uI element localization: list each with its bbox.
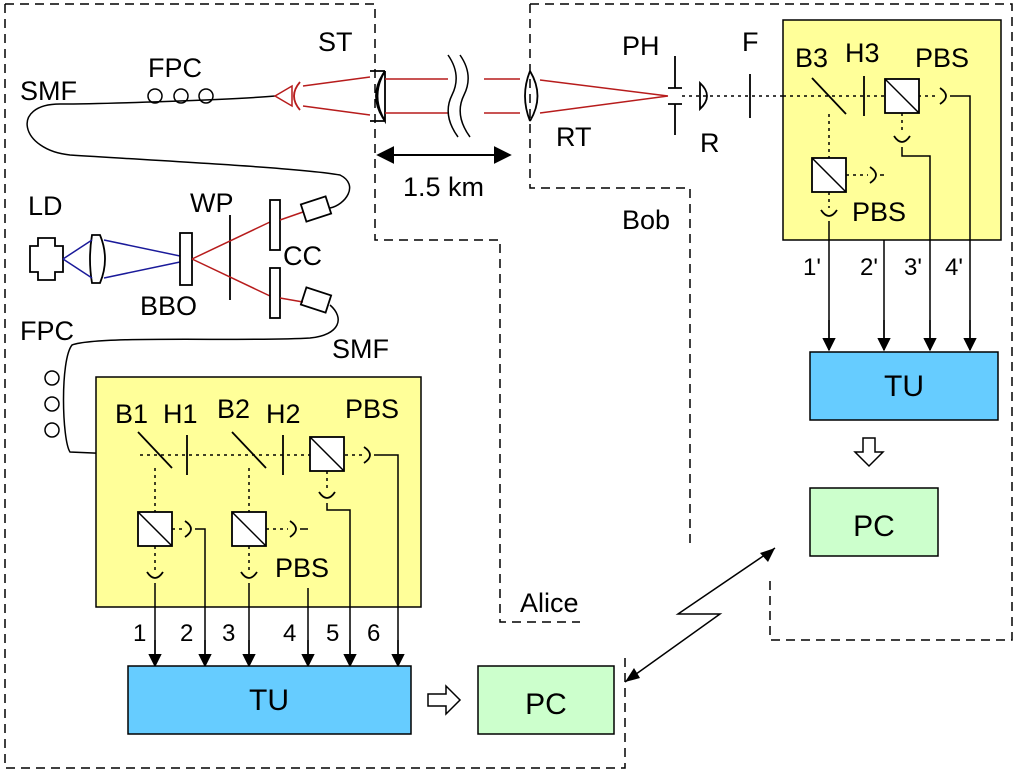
alice-channel-arrows bbox=[148, 640, 405, 668]
detector-alice-5 bbox=[318, 491, 336, 499]
bob-channel-arrows bbox=[822, 320, 977, 352]
label-h3: H3 bbox=[845, 38, 880, 68]
pbs-alice-lower-2 bbox=[231, 511, 267, 547]
detector-bob-3 bbox=[893, 135, 911, 143]
detector-alice-1 bbox=[146, 571, 164, 579]
beam-splitter-b2 bbox=[231, 431, 267, 469]
bob-analysis-module bbox=[782, 19, 1002, 241]
distance-break bbox=[447, 54, 471, 138]
bbo-crystal bbox=[179, 232, 193, 286]
alice-boundary bbox=[5, 3, 580, 623]
detector-alice-4 bbox=[289, 520, 297, 538]
label-pbs-bob-lower: PBS bbox=[852, 197, 906, 227]
bob-boundary bbox=[530, 3, 1013, 641]
alice-tu-to-pc-arrow bbox=[427, 684, 462, 716]
alice-channel-6: 6 bbox=[367, 620, 380, 647]
label-smf-mid: SMF bbox=[332, 334, 389, 364]
laser-diode bbox=[29, 237, 64, 281]
label-smf-top: SMF bbox=[20, 76, 77, 106]
label-pbs-alice-lower: PBS bbox=[275, 553, 329, 583]
label-ph: PH bbox=[622, 31, 660, 61]
fpc-top-loops bbox=[147, 88, 214, 104]
label-rt: RT bbox=[556, 122, 592, 152]
alice-channel-2: 2 bbox=[180, 620, 193, 647]
alice-boundary-lower bbox=[4, 4, 626, 769]
beam-splitter-b3 bbox=[811, 77, 847, 115]
pbs-alice-lower-1 bbox=[137, 511, 173, 547]
bob-channel-4: 4' bbox=[945, 254, 963, 281]
receiving-telescope bbox=[524, 70, 539, 122]
label-r: R bbox=[700, 128, 720, 158]
label-alice: Alice bbox=[520, 588, 579, 618]
alice-tu-box bbox=[127, 665, 412, 735]
pinhole bbox=[668, 56, 682, 135]
label-h2: H2 bbox=[266, 399, 301, 429]
fpc-left-loops bbox=[44, 370, 60, 438]
label-b2: B2 bbox=[217, 394, 250, 424]
pbs-alice-main bbox=[309, 436, 345, 472]
fiber-coupler-lower bbox=[299, 286, 333, 314]
bob-pc-box bbox=[809, 487, 939, 557]
bob-channel-1: 1' bbox=[803, 254, 821, 281]
alice-channel-3: 3 bbox=[222, 620, 235, 647]
label-wp: WP bbox=[190, 188, 234, 218]
pbs-bob-lower bbox=[811, 157, 847, 193]
detector-bob-1 bbox=[820, 209, 838, 217]
alice-tu-label: TU bbox=[249, 684, 289, 717]
label-fpc-left: FPC bbox=[20, 316, 74, 346]
bob-channel-3: 3' bbox=[904, 254, 922, 281]
label-h1: H1 bbox=[163, 399, 198, 429]
alice-analysis-module bbox=[95, 376, 422, 608]
classical-link bbox=[624, 547, 776, 683]
sending-telescope bbox=[370, 70, 386, 125]
label-cc: CC bbox=[283, 241, 322, 271]
bob-tu-label: TU bbox=[884, 370, 924, 403]
smf-fiber-lower bbox=[62, 304, 339, 456]
beam-splitter-b1 bbox=[137, 431, 173, 469]
label-ld: LD bbox=[28, 191, 63, 221]
bob-channel-2: 2' bbox=[860, 254, 878, 281]
detector-bob-4 bbox=[939, 87, 947, 105]
label-b3: B3 bbox=[795, 43, 828, 73]
alice-pc-box bbox=[477, 665, 615, 735]
detector-alice-6 bbox=[363, 446, 371, 464]
label-st: ST bbox=[318, 27, 353, 57]
alice-channel-1: 1 bbox=[133, 620, 146, 647]
label-f: F bbox=[742, 27, 759, 57]
compensation-crystal-lower bbox=[269, 267, 281, 319]
bob-tu-box bbox=[809, 351, 999, 421]
label-bob: Bob bbox=[622, 205, 670, 235]
label-pbs-bob-main: PBS bbox=[915, 43, 969, 73]
smf-fiber-top bbox=[26, 95, 351, 209]
alice-channel-4: 4 bbox=[283, 620, 296, 647]
detector-alice-3 bbox=[240, 571, 258, 579]
collimator-lens bbox=[293, 81, 301, 111]
pbs-bob-main bbox=[884, 78, 920, 114]
label-pbs-alice-main: PBS bbox=[345, 394, 399, 424]
receiver-lens bbox=[699, 80, 708, 112]
alice-pc-label: PC bbox=[525, 688, 567, 721]
pump-lens bbox=[89, 234, 106, 284]
bob-tu-to-pc-arrow bbox=[853, 437, 885, 468]
label-distance: 1.5 km bbox=[403, 172, 484, 202]
label-b1: B1 bbox=[115, 399, 148, 429]
label-bbo: BBO bbox=[140, 291, 197, 321]
compensation-crystal-upper bbox=[269, 199, 281, 251]
detector-alice-2 bbox=[184, 520, 192, 538]
detector-bob-2 bbox=[869, 166, 877, 184]
alice-channel-5: 5 bbox=[326, 620, 339, 647]
bob-pc-label: PC bbox=[853, 510, 895, 543]
bob-boundary-inner bbox=[529, 4, 691, 548]
fiber-coupler-upper bbox=[299, 195, 333, 223]
label-fpc-top: FPC bbox=[148, 53, 202, 83]
